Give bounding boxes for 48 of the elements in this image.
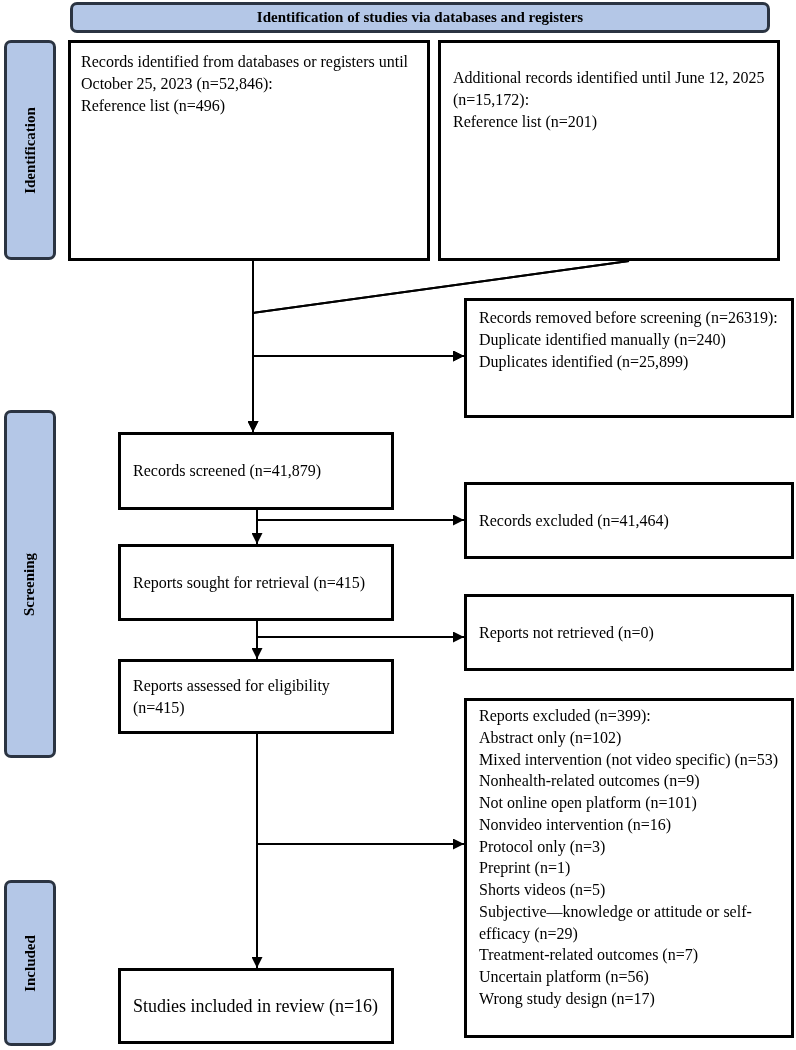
title-banner — [70, 2, 770, 33]
process-box — [464, 482, 794, 559]
arrow — [256, 733, 465, 850]
box-list-item: Treatment-related outcomes (n=7) — [479, 945, 700, 966]
phase-label: Included — [21, 934, 39, 992]
process-box — [118, 432, 394, 510]
box-heading: Records screened (n=41,879) — [133, 461, 323, 482]
process-box — [118, 659, 394, 734]
box-list-item: Reference list (n=201) — [453, 111, 599, 133]
box-list-item: Wrong study design (n=17) — [479, 988, 656, 1010]
phase-band — [4, 880, 56, 1046]
box-list-item: Subjective—knowledge or attitude or self-efficacy (n=29) — [479, 901, 753, 945]
box-list-item: Shorts videos (n=5) — [479, 880, 607, 901]
box-list-item: Duplicates identified (n=25,899) — [479, 351, 690, 373]
box-heading: Studies included in review (n=16) — [133, 994, 379, 1018]
phase-band — [4, 40, 56, 260]
phase-band — [4, 410, 56, 758]
process-box — [118, 544, 394, 621]
process-box — [464, 594, 794, 671]
box-list-item: Protocol only (n=3) — [479, 836, 607, 858]
process-box — [464, 698, 794, 1038]
phase-label: Identification — [21, 106, 39, 194]
arrow — [252, 260, 630, 362]
process-box — [464, 298, 794, 418]
box-list-item: Preprint (n=1) — [479, 858, 572, 879]
box-heading: Additional records identified until June 12, 2025 (n=15,172): — [453, 68, 765, 111]
box-list-item: Uncertain platform (n=56) — [479, 967, 650, 988]
arrow — [256, 620, 465, 643]
box-heading: Records identified from databases or registers until October 25, 2023 (n=52,846): — [81, 52, 409, 95]
box-list-item: Nonhealth-related outcomes (n=9) — [479, 771, 701, 792]
process-box — [438, 40, 780, 261]
box-heading: Reports not retrieved (n=0) — [479, 622, 655, 644]
process-box — [68, 40, 430, 261]
box-list-item: Reference list (n=496) — [81, 95, 227, 117]
phase-label: Screening — [21, 552, 39, 616]
box-heading: Records excluded (n=41,464) — [479, 510, 670, 532]
arrow — [256, 509, 465, 526]
title-text: Identification of studies via databases and registers — [256, 9, 584, 26]
box-list-item: Duplicate identified manually (n=240) — [479, 329, 727, 351]
box-list-item: Mixed intervention (not video specific) (n=53) — [479, 749, 779, 771]
box-heading: Reports sought for retrieval (n=415) — [133, 572, 367, 594]
box-list-item: Not online open platform (n=101) — [479, 793, 698, 814]
box-heading: Reports assessed for eligibility (n=415) — [133, 675, 331, 719]
box-heading: Reports excluded (n=399): — [479, 706, 652, 727]
box-list-item: Nonvideo intervention (n=16) — [479, 814, 673, 836]
box-list-item: Abstract only (n=102) — [479, 727, 623, 749]
box-heading: Records removed before screening (n=26319): — [479, 308, 779, 329]
process-box — [118, 968, 394, 1044]
